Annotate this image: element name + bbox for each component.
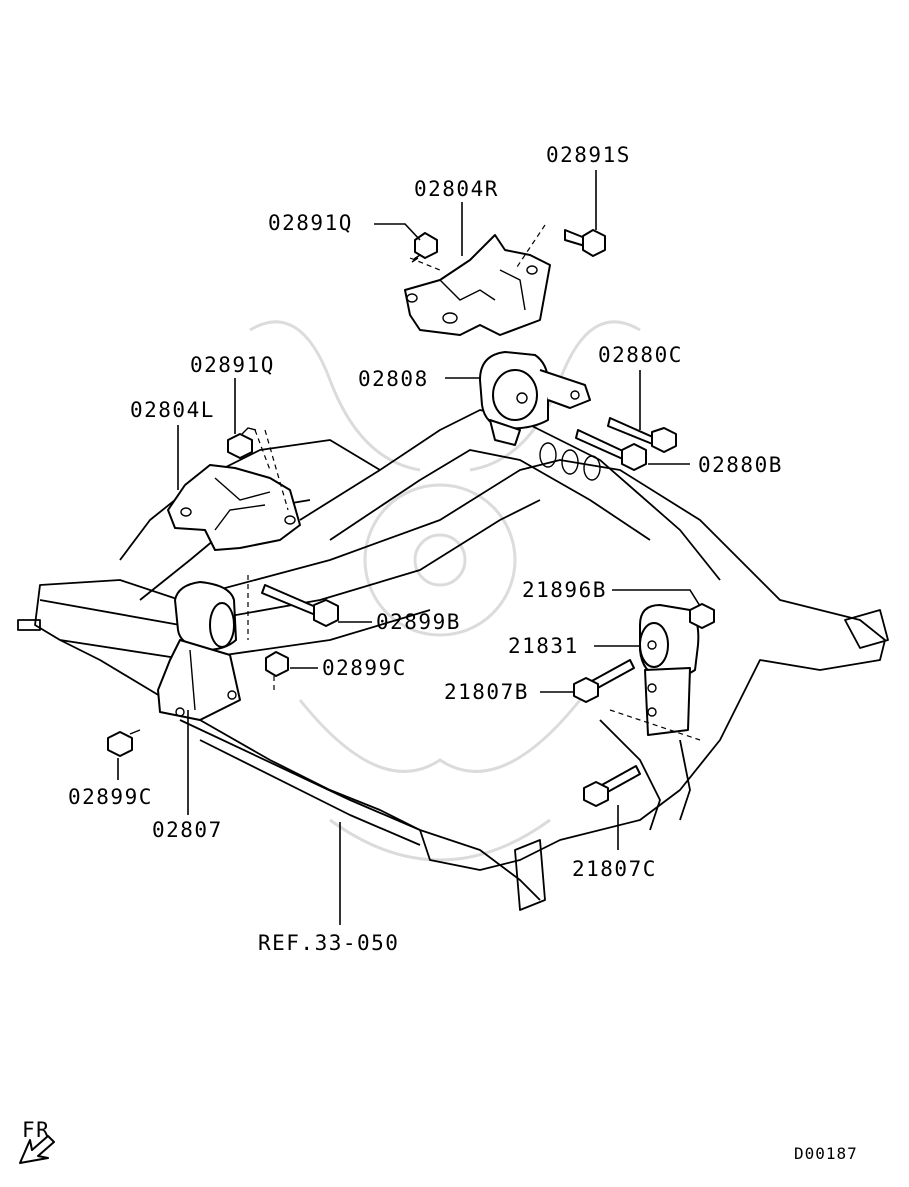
leader-lines	[117, 170, 701, 925]
front-arrow-icon	[19, 1135, 55, 1164]
label-02880c[interactable]: 02880C	[598, 343, 683, 367]
label-02891q-upper[interactable]: 02891Q	[268, 211, 353, 235]
label-21807b[interactable]: 21807B	[444, 680, 529, 704]
label-21807c[interactable]: 21807C	[572, 857, 657, 881]
bolt-02899c-left[interactable]	[107, 729, 141, 757]
part-labels: 02891S 02804R 02891Q 02891Q 02808 02880C…	[68, 143, 783, 955]
label-21896b[interactable]: 21896B	[522, 578, 607, 602]
label-02891q-lower[interactable]: 02891Q	[190, 353, 275, 377]
bolt-21807c[interactable]	[583, 765, 641, 807]
mount-02808[interactable]	[479, 351, 591, 446]
bolt-02891s[interactable]	[564, 229, 606, 257]
bolt-02899b[interactable]	[261, 584, 339, 627]
label-02804r[interactable]: 02804R	[414, 177, 499, 201]
bolt-02880b[interactable]	[575, 429, 647, 471]
bolt-02880c[interactable]	[607, 417, 677, 453]
label-02899b[interactable]: 02899B	[376, 610, 461, 634]
label-02804l[interactable]: 02804L	[130, 398, 215, 422]
label-02807[interactable]: 02807	[152, 818, 223, 842]
label-02899c-left[interactable]: 02899C	[68, 785, 153, 809]
bolt-21896b[interactable]	[689, 603, 715, 629]
bolt-02891q-upper[interactable]	[411, 232, 438, 263]
label-02808[interactable]: 02808	[358, 367, 429, 391]
bolt-21807b[interactable]	[573, 659, 635, 703]
bracket-02804r[interactable]	[404, 234, 551, 336]
label-02899c-center[interactable]: 02899C	[322, 656, 407, 680]
bolt-02899c-center[interactable]	[265, 651, 289, 677]
bracket-02804l[interactable]	[167, 464, 301, 551]
label-21831[interactable]: 21831	[508, 634, 579, 658]
front-direction-indicator: FR	[19, 1118, 55, 1164]
label-02891s[interactable]: 02891S	[546, 143, 631, 167]
diagram-code: D00187	[794, 1144, 858, 1163]
label-ref-33-050[interactable]: REF.33-050	[258, 931, 399, 955]
label-02880b[interactable]: 02880B	[698, 453, 783, 477]
mount-02807[interactable]	[157, 581, 241, 721]
bolt-02891q-lower[interactable]	[227, 427, 257, 459]
mount-21831[interactable]	[639, 604, 700, 736]
